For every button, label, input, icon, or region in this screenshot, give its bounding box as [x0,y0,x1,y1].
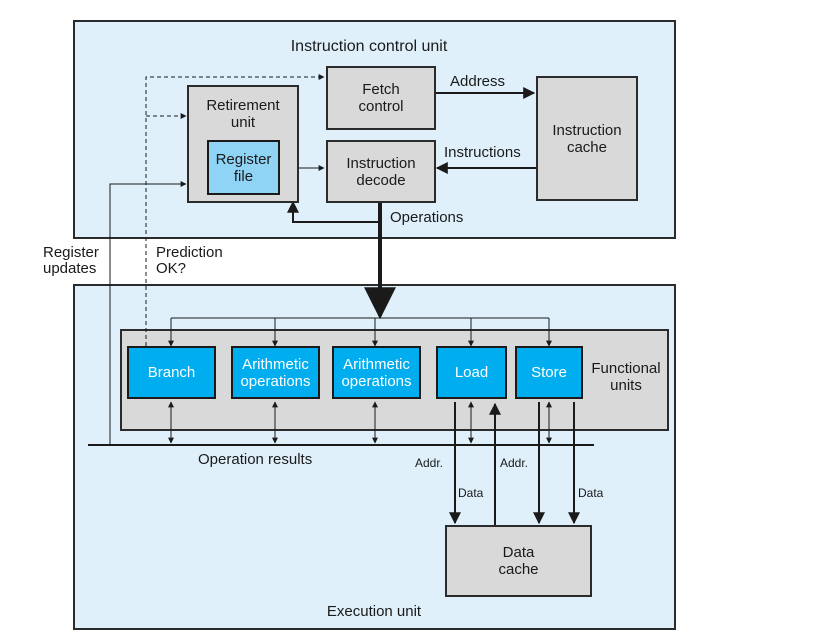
register-file-box: Register file [207,140,280,195]
arithmetic-operations-unit-2: Arithmetic operations [332,346,421,399]
instruction-decode-box: Instruction decode [326,140,436,203]
branch-unit: Branch [127,346,216,399]
execution-unit-title: Execution unit [326,603,422,620]
prediction-ok-label: Prediction OK? [156,244,223,277]
arithmetic-operations-unit-1: Arithmetic operations [231,346,320,399]
address-label: Address [450,73,506,90]
operation-results-label: Operation results [198,451,313,468]
load-data-label: Data [458,486,484,500]
store-unit: Store [515,346,583,399]
store-addr-label: Addr. [500,456,529,470]
instruction-control-unit-title: Instruction control unit [290,38,448,55]
instructions-label: Instructions [444,144,521,161]
operations-label: Operations [390,209,464,226]
load-addr-label: Addr. [415,456,444,470]
load-unit: Load [436,346,507,399]
functional-units-label: Functional units [591,360,661,394]
data-cache-box: Data cache [445,525,592,597]
register-updates-label: Register updates [43,244,99,277]
instruction-cache-box: Instruction cache [536,76,638,201]
store-data-label: Data [578,486,604,500]
fetch-control-box: Fetch control [326,66,436,130]
retirement-unit-label: Retirement unit [206,97,280,131]
